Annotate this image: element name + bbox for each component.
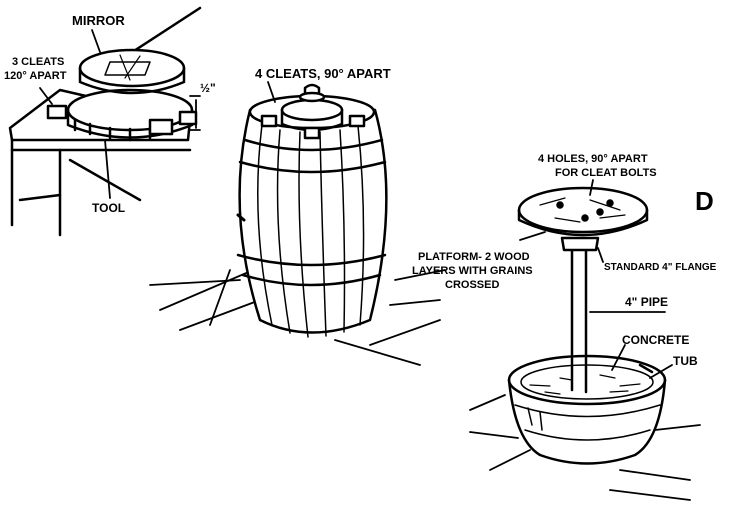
pedestal xyxy=(507,186,667,465)
left-leader-lines xyxy=(39,29,201,199)
label-four-holes-line1: 4 HOLES, 90° APART xyxy=(538,153,648,165)
mirror-and-tool xyxy=(46,48,198,142)
barrel-leader-line xyxy=(267,81,276,103)
label-platform-line2: LAYERS WITH GRAINS xyxy=(412,265,533,277)
label-three-cleats-line2: 120° APART xyxy=(4,70,67,82)
right-floor-lines xyxy=(469,394,701,501)
barrel xyxy=(236,83,388,338)
label-tub: TUB xyxy=(673,354,698,368)
label-flange: STANDARD 4" FLANGE xyxy=(604,262,717,273)
label-tool: TOOL xyxy=(92,201,125,215)
label-mirror: MIRROR xyxy=(72,13,125,28)
label-four-holes-line2: FOR CLEAT BOLTS xyxy=(555,167,657,179)
label-platform-line1: PLATFORM- 2 WOOD xyxy=(418,251,530,263)
label-panel-d: D xyxy=(695,186,714,216)
label-four-cleats: 4 CLEATS, 90° APART xyxy=(255,66,391,81)
label-half-inch: ½" xyxy=(200,81,216,95)
label-platform-line3: CROSSED xyxy=(445,279,499,291)
label-concrete: CONCRETE xyxy=(622,333,689,347)
label-three-cleats-line1: 3 CLEATS xyxy=(12,56,64,68)
pedestal-leader-lines xyxy=(519,179,673,379)
label-pipe: 4" PIPE xyxy=(625,295,668,309)
